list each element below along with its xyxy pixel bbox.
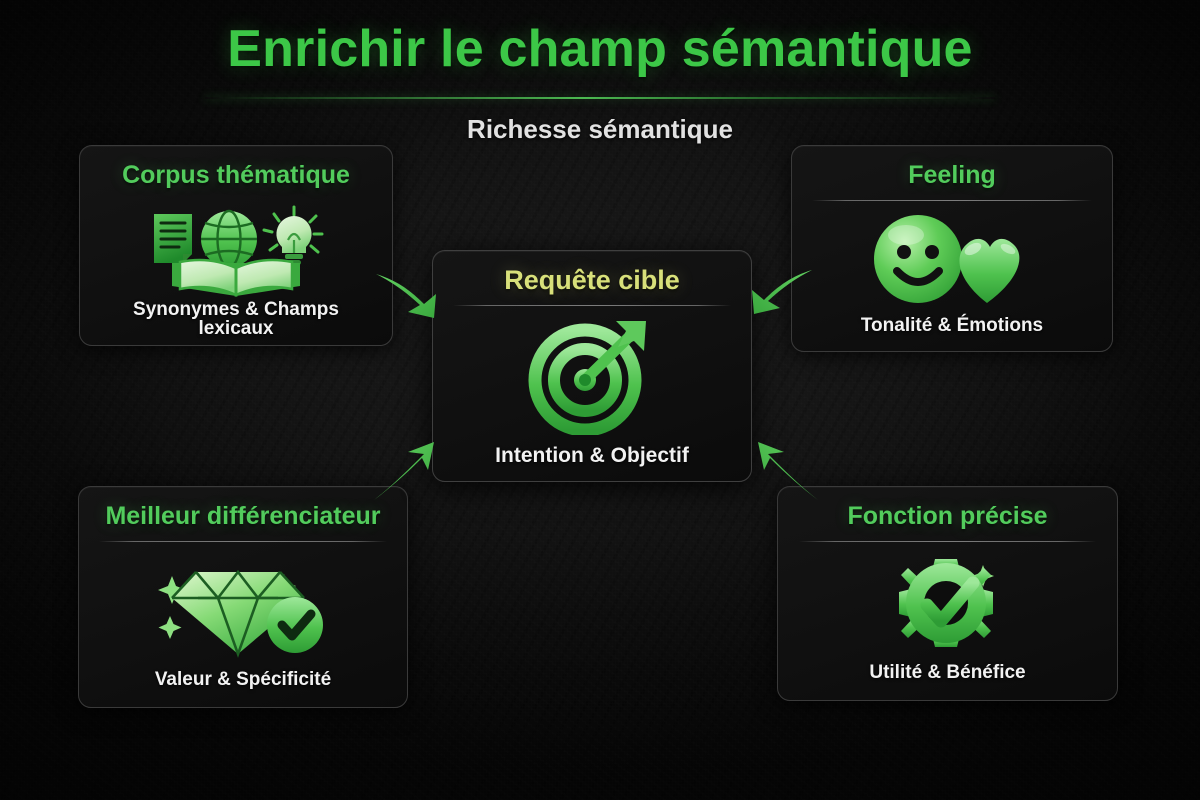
arrow-icon-corpus-to-center bbox=[374, 272, 440, 325]
card-caption: Utilité & Bénéfice bbox=[869, 662, 1026, 683]
arrow-icon-feeling-to-center bbox=[748, 268, 814, 321]
card-title: Meilleur différenciateur bbox=[105, 502, 381, 530]
page-title: Enrichir le champ sémantique bbox=[227, 20, 973, 78]
book-globe-lightbulb-icon bbox=[94, 200, 378, 300]
title-underline-divider bbox=[205, 97, 995, 99]
page-subtitle: Richesse sémantique bbox=[467, 114, 733, 144]
card-fonction-precise[interactable]: Fonction précise Utilité & Bénéfice bbox=[777, 486, 1118, 701]
page-header: Enrichir le champ sémantique Richesse sé… bbox=[0, 0, 1200, 142]
gear-check-icon bbox=[792, 542, 1103, 663]
card-caption: Valeur & Spécificité bbox=[154, 669, 332, 690]
target-arrow-icon bbox=[447, 306, 737, 445]
card-meilleur-differenciateur[interactable]: Meilleur différenciateur Valeur & Spéci bbox=[78, 486, 408, 708]
arrow-icon-differenciateur-to-center bbox=[372, 440, 442, 507]
arrow-icon-fonction-to-center bbox=[744, 440, 820, 507]
card-divider bbox=[799, 541, 1096, 542]
card-caption: Intention & Objectif bbox=[495, 444, 689, 467]
card-title: Corpus thématique bbox=[122, 161, 350, 189]
smiley-heart-icon bbox=[806, 201, 1098, 316]
card-title: Fonction précise bbox=[847, 502, 1048, 530]
diamond-check-icon bbox=[93, 542, 393, 670]
card-divider bbox=[453, 305, 731, 306]
card-feeling[interactable]: Feeling Tonalité & Émotions bbox=[791, 145, 1113, 352]
card-divider bbox=[812, 200, 1092, 201]
card-title: Requête cible bbox=[504, 265, 680, 295]
card-caption: Tonalité & Émotions bbox=[860, 315, 1044, 336]
card-corpus-thematique[interactable]: Corpus thématique bbox=[79, 145, 393, 346]
card-requete-cible[interactable]: Requête cible Intention & Objectif bbox=[432, 250, 752, 482]
card-title: Feeling bbox=[908, 161, 996, 189]
card-caption: Synonymes & Champs lexicaux bbox=[133, 299, 339, 339]
card-divider bbox=[99, 541, 387, 542]
